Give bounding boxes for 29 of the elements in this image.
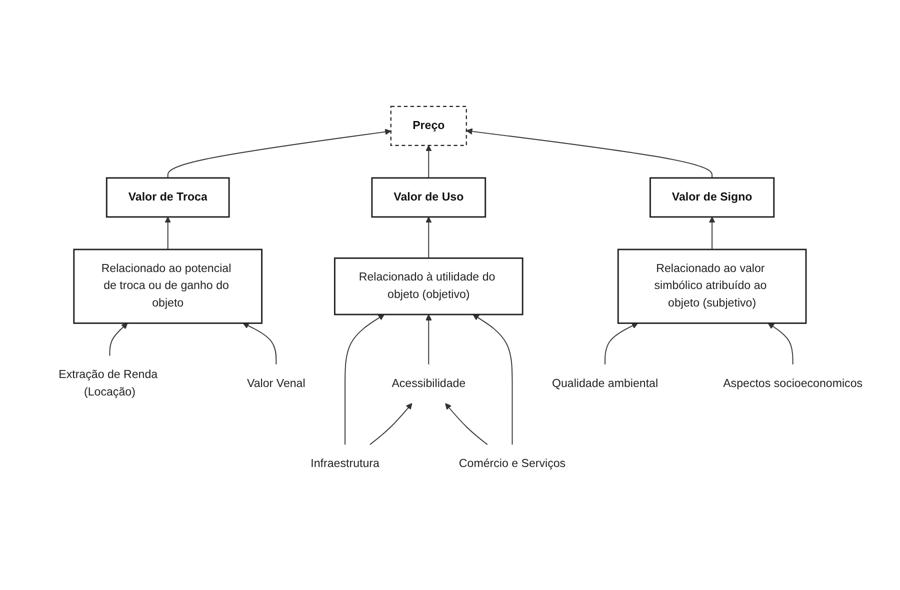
node-box: Preço: [390, 106, 467, 146]
arrow: [425, 216, 432, 259]
node-text: Qualidade ambiental: [552, 377, 658, 390]
node-box: Valor de Signo: [650, 177, 775, 218]
node-text: Infraestrutura: [310, 458, 380, 470]
node-text: Acessibilidade: [392, 377, 466, 390]
node-box: Relacionado à utilidade do objeto (objetivo): [334, 257, 524, 316]
arrow: [344, 314, 385, 446]
arrow: [708, 216, 716, 250]
arrow: [604, 322, 638, 365]
arrow: [768, 322, 794, 365]
arrow: [167, 128, 392, 178]
arrow: [425, 314, 432, 365]
arrow: [164, 216, 172, 250]
arrow: [466, 128, 713, 178]
node-box: Relacionado ao potencial de troca ou de ganho do objeto: [73, 248, 263, 324]
node-text: Comércio e Serviços: [458, 458, 566, 470]
node-box: Relacionado ao valor simbólico atribuído ao objeto (subjetivo): [617, 248, 807, 324]
node-box: Valor de Troca: [106, 177, 230, 218]
arrow: [425, 145, 432, 178]
arrow: [242, 322, 277, 365]
node-text: Extração de Renda (Locação): [58, 368, 158, 398]
arrow: [369, 403, 412, 446]
arrow: [472, 314, 513, 446]
node-box: Valor de Uso: [371, 177, 486, 218]
node-text: Aspectos socioeconomicos: [723, 377, 863, 390]
arrow: [109, 322, 128, 356]
node-text: Valor Venal: [247, 377, 306, 390]
arrow: [445, 403, 488, 446]
